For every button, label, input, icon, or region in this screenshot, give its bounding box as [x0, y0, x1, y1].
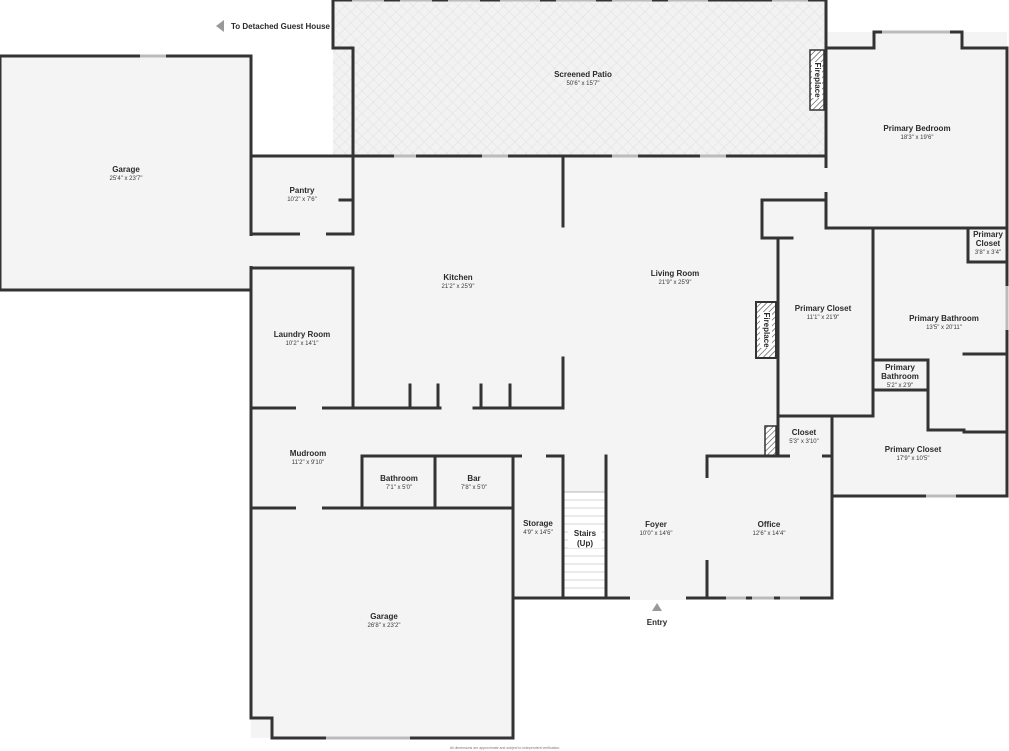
fireplace-small-hatch — [764, 425, 777, 457]
room-stairs-name2: (Up) — [577, 539, 593, 548]
disclaimer: All dimensions are approximate and subje… — [450, 746, 561, 750]
room-bar-dim: 7'8" x 5'0" — [461, 485, 487, 491]
room-garage-left-dim: 25'4" x 23'7" — [110, 176, 143, 182]
wall-primary-bath-small — [871, 358, 966, 432]
room-laundry-name: Laundry Room — [274, 330, 330, 339]
room-closet-name: Closet — [792, 428, 817, 437]
room-screened-patio-dim: 50'6" x 15'7" — [567, 81, 600, 87]
room-primary-bath-small-name1: Primary — [885, 363, 915, 372]
fireplaces: Fireplace Fireplace — [755, 49, 825, 457]
room-primary-bedroom-dim: 18'3" x 19'6" — [901, 135, 934, 141]
room-primary-closet-lower-name: Primary Closet — [885, 445, 942, 454]
room-living-name: Living Room — [651, 269, 699, 278]
wall-garage-bottom — [249, 506, 515, 740]
wall-bath-bar — [360, 454, 515, 510]
room-kitchen-name: Kitchen — [443, 273, 472, 282]
room-foyer-dim: 10'0" x 14'6" — [640, 531, 673, 537]
room-primary-closet-small-name1: Primary — [973, 230, 1003, 239]
floor-primary-suite — [826, 32, 1007, 496]
room-living-dim: 21'9" x 25'9" — [659, 280, 692, 286]
wall-primary-bedroom — [824, 30, 1009, 230]
room-primary-bathroom-name: Primary Bathroom — [909, 314, 979, 323]
stairs-label-bg — [568, 528, 602, 548]
windows — [140, 0, 1009, 740]
fireplace-patio-label-bg — [812, 62, 822, 98]
room-primary-closet-lower-dim: 17'9" x 10'5" — [897, 456, 930, 462]
room-primary-closet-main-dim: 11'1" x 21'9" — [807, 315, 839, 321]
arrow-left-icon — [216, 20, 224, 32]
room-primary-bath-small-name2: Bathroom — [881, 372, 919, 381]
floor-garage-left — [0, 56, 251, 290]
wall-primary-closet-lower — [830, 388, 1009, 498]
room-primary-closet-small-dim: 3'8" x 3'4" — [975, 250, 1001, 256]
wall-primary-bath — [871, 226, 1009, 434]
room-bar-name: Bar — [467, 474, 480, 483]
room-bathroom-dim: 7'1" x 5'0" — [386, 485, 412, 491]
wall-pantry — [249, 154, 355, 236]
room-screened-patio-name: Screened Patio — [554, 70, 612, 79]
room-laundry-dim: 10'2" x 14'1" — [286, 341, 319, 347]
wall-patio — [331, 0, 828, 158]
room-garage-bottom-name: Garage — [370, 612, 398, 621]
room-primary-bath-small-dim: 5'2" x 2'9" — [887, 383, 913, 389]
room-mudroom-name: Mudroom — [290, 449, 326, 458]
entry-arrow-icon — [652, 603, 662, 611]
room-primary-bedroom-name: Primary Bedroom — [883, 124, 950, 133]
room-mudroom-dim: 11'2" x 9'10" — [292, 460, 324, 466]
room-storage-dim: 4'9" x 14'5" — [523, 530, 553, 536]
annotations: To Detached Guest House Entry All dimens… — [216, 20, 668, 750]
room-foyer-name: Foyer — [645, 520, 667, 529]
room-kitchen-dim: 21'2" x 25'9" — [442, 284, 475, 290]
room-bathroom-name: Bathroom — [380, 474, 418, 483]
room-closet-dim: 5'3" x 3'10" — [789, 439, 819, 445]
room-storage-name: Storage — [523, 519, 553, 528]
door-openings — [249, 168, 828, 600]
room-primary-bathroom-dim: 13'5" x 20'11" — [926, 325, 962, 331]
room-labels: Screened Patio 50'6" x 15'7" Garage 25'4… — [110, 70, 1004, 629]
fireplace-living-label: Fireplace — [762, 312, 771, 348]
room-garage-left-name: Garage — [112, 165, 140, 174]
guest-house-label: To Detached Guest House — [231, 22, 331, 31]
entry-label: Entry — [647, 618, 668, 627]
room-garage-bottom-dim: 26'8" x 23'2" — [368, 623, 401, 629]
floor-office — [707, 456, 832, 598]
wall-kitchen-stubs — [351, 356, 565, 410]
room-office-name: Office — [758, 520, 781, 529]
room-stairs-name1: Stairs — [574, 529, 597, 538]
room-pantry-dim: 10'2" x 7'6" — [287, 197, 317, 203]
room-pantry-name: Pantry — [290, 186, 315, 195]
room-office-dim: 12'6" x 14'4" — [753, 531, 786, 537]
fireplace-patio-label: Fireplace — [813, 62, 822, 98]
room-primary-closet-main-name: Primary Closet — [795, 304, 852, 313]
floor-garage-bottom — [251, 508, 513, 738]
room-primary-closet-small-name2: Closet — [976, 239, 1001, 248]
floor-screened-patio — [333, 0, 826, 156]
wall-laundry — [249, 266, 355, 410]
fireplace-living-label-bg — [760, 312, 772, 348]
